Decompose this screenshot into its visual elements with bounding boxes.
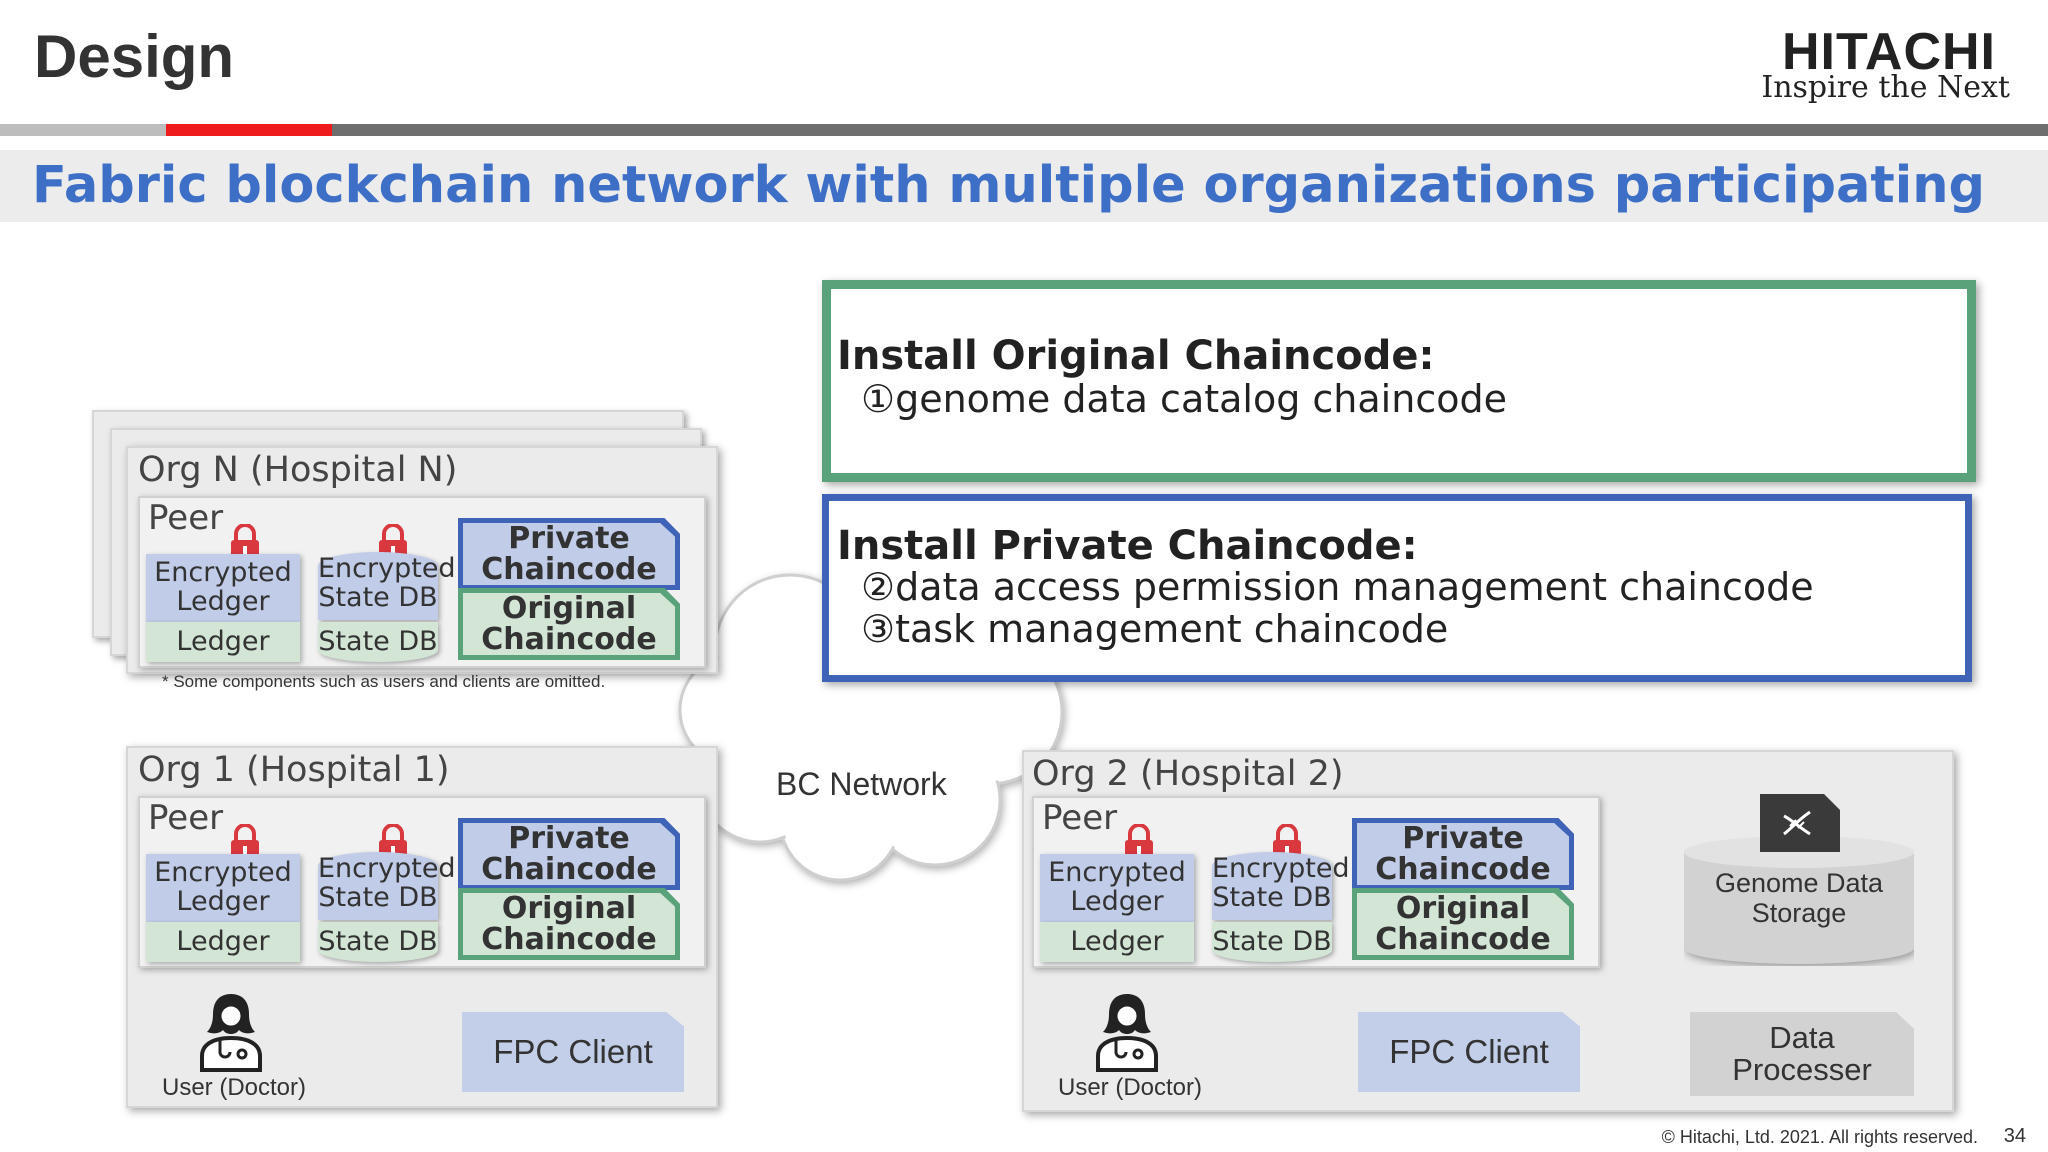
encrypted-ledger-label: Encrypted Ledger: [154, 557, 292, 617]
header-rule: [0, 124, 2048, 136]
fpc-client-label: FPC Client: [1389, 1033, 1549, 1070]
encrypted-state-db: Encrypted State DB: [318, 552, 456, 620]
private-chaincode: Private Chaincode: [458, 818, 680, 890]
encrypted-ledger: Encrypted Ledger: [146, 854, 300, 922]
callout-private-line-2: ③task management chaincode: [861, 607, 1449, 651]
org-1-label: Org 1 (Hospital 1): [138, 750, 450, 790]
data-processer-label: Data Processer: [1732, 1020, 1872, 1087]
original-chaincode: Original Chaincode: [458, 888, 680, 960]
genome-data-storage-label: Genome Data Storage: [1714, 868, 1884, 928]
private-chaincode: Private Chaincode: [1352, 818, 1574, 890]
original-chaincode-label: Original Chaincode: [481, 591, 657, 657]
user-doctor-label: User (Doctor): [1058, 1074, 1203, 1101]
ledger-label: Ledger: [176, 926, 270, 957]
callout-private-chaincode: Install Private Chaincode: ②data access …: [822, 494, 1972, 682]
page-number: 34: [2003, 1125, 2026, 1147]
ledger-label: Ledger: [176, 626, 270, 657]
peer-label: Peer: [1042, 798, 1118, 838]
org-1-peer: Peer Encrypted Ledger Ledger Encrypted S…: [138, 796, 706, 968]
original-chaincode: Original Chaincode: [458, 588, 680, 660]
private-chaincode-label: Private Chaincode: [481, 821, 657, 887]
peer-label: Peer: [148, 798, 224, 838]
state-db-label: State DB: [318, 626, 438, 657]
header-rule-red: [166, 124, 332, 136]
org-n-panel: Org N (Hospital N) Peer Encrypted Ledger…: [126, 446, 718, 674]
private-chaincode: Private Chaincode: [458, 518, 680, 590]
org-2-peer: Peer Encrypted Ledger Ledger Encrypted S…: [1032, 796, 1600, 968]
encrypted-ledger: Encrypted Ledger: [1040, 854, 1194, 922]
bc-network-label: BC Network: [776, 766, 947, 802]
private-chaincode-label: Private Chaincode: [481, 521, 657, 587]
callout-original-heading: Install Original Chaincode:: [837, 333, 1435, 379]
original-chaincode-label: Original Chaincode: [481, 891, 657, 957]
hitachi-logo: HITACHI: [1781, 23, 1996, 81]
ledger: Ledger: [1040, 922, 1194, 962]
encrypted-state-db: Encrypted State DB: [318, 852, 456, 920]
state-db: State DB: [1212, 922, 1332, 962]
encrypted-state-db: Encrypted State DB: [1212, 852, 1350, 920]
encrypted-state-db-label: Encrypted State DB: [318, 853, 456, 913]
slide-subtitle: Fabric blockchain network with multiple …: [32, 156, 1986, 215]
doctor-icon: [1092, 988, 1162, 1076]
subtitle-bar: [0, 150, 2048, 222]
encrypted-state-db-label: Encrypted State DB: [318, 553, 456, 613]
original-chaincode-label: Original Chaincode: [1375, 891, 1551, 957]
org-2-label: Org 2 (Hospital 2): [1032, 754, 1344, 794]
callout-original-line-1: ①genome data catalog chaincode: [861, 377, 1507, 421]
header-rule-grey: [0, 124, 166, 136]
fpc-client-label: FPC Client: [493, 1033, 653, 1070]
state-db-label: State DB: [1212, 926, 1332, 957]
page-title: Design: [34, 23, 235, 90]
copyright: © Hitachi, Ltd. 2021. All rights reserve…: [1661, 1127, 1978, 1147]
org-2-panel: Org 2 (Hospital 2) Peer Encrypted Ledger…: [1022, 750, 1954, 1112]
data-processer: Data Processer: [1690, 1012, 1914, 1096]
fpc-client: FPC Client: [462, 1012, 684, 1092]
encrypted-ledger-label: Encrypted Ledger: [1048, 857, 1186, 917]
state-db: State DB: [318, 922, 438, 962]
encrypted-ledger-label: Encrypted Ledger: [154, 857, 292, 917]
doctor-icon: [196, 988, 266, 1076]
state-db-label: State DB: [318, 926, 438, 957]
encrypted-ledger: Encrypted Ledger: [146, 554, 300, 622]
callout-original-chaincode: Install Original Chaincode: ①genome data…: [822, 280, 1976, 482]
ledger: Ledger: [146, 622, 300, 662]
ledger-label: Ledger: [1070, 926, 1164, 957]
org-n-peer: Peer Encrypted Ledger Ledger Encrypted S…: [138, 496, 706, 668]
peer-label: Peer: [148, 498, 224, 538]
encrypted-state-db-label: Encrypted State DB: [1212, 853, 1350, 913]
logo-tagline: Inspire the Next: [1761, 70, 2010, 105]
fpc-client: FPC Client: [1358, 1012, 1580, 1092]
callout-private-heading: Install Private Chaincode:: [837, 523, 1418, 569]
callout-private-line-1: ②data access permission management chain…: [861, 565, 1814, 609]
state-db: State DB: [318, 622, 438, 662]
original-chaincode: Original Chaincode: [1352, 888, 1574, 960]
ledger: Ledger: [146, 922, 300, 962]
private-chaincode-label: Private Chaincode: [1375, 821, 1551, 887]
user-doctor-label: User (Doctor): [162, 1074, 307, 1101]
footnote: * Some components such as users and clie…: [162, 672, 606, 691]
org-1-panel: Org 1 (Hospital 1) Peer Encrypted Ledger…: [126, 746, 718, 1108]
org-n-label: Org N (Hospital N): [138, 450, 458, 490]
dna-chip-icon: [1754, 790, 1844, 860]
